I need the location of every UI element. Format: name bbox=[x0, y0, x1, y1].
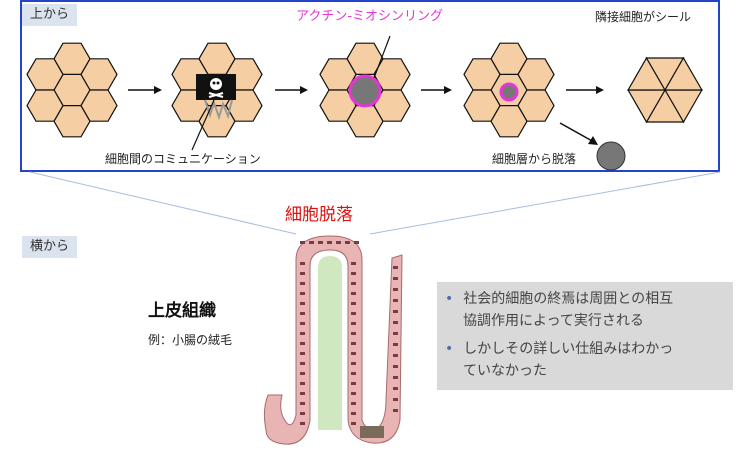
extruding-cells bbox=[360, 426, 384, 438]
hex-cluster-3 bbox=[319, 42, 411, 138]
cell-nucleus bbox=[300, 392, 305, 395]
cell-nucleus bbox=[351, 412, 356, 415]
cell-nucleus bbox=[300, 332, 305, 335]
arrow-head-2 bbox=[300, 86, 308, 94]
cell-nucleus bbox=[351, 272, 356, 275]
cell-nucleus bbox=[300, 292, 305, 295]
cell-nucleus bbox=[351, 292, 356, 295]
hex-cluster-5 bbox=[627, 56, 703, 124]
cell-nucleus bbox=[351, 382, 356, 385]
hex-cell bbox=[319, 89, 357, 122]
communication-pointer bbox=[191, 99, 215, 151]
actin-ring-label: アクチン-ミオシンリング bbox=[296, 9, 444, 24]
side-view-label: 横から bbox=[22, 236, 78, 258]
projection-line-right bbox=[369, 171, 721, 235]
top-view-label: 上から bbox=[22, 4, 78, 26]
epithelium-example: 例：小腸の絨毛 bbox=[148, 333, 233, 347]
cell-nucleus bbox=[351, 422, 356, 425]
cell-nucleus bbox=[318, 241, 323, 244]
cell-nucleus bbox=[351, 332, 356, 335]
cell-nucleus bbox=[300, 302, 305, 305]
actin-ring-pointer bbox=[373, 35, 391, 79]
cell-nucleus bbox=[351, 342, 356, 345]
cell-nucleus bbox=[393, 398, 398, 401]
hex-cell bbox=[517, 89, 555, 122]
epithelial-layer bbox=[263, 235, 403, 445]
bullet-2: •しかしその詳しい仕組みはわかっ ていなかった bbox=[445, 341, 674, 379]
cell-nucleus bbox=[393, 376, 398, 379]
hex-cell bbox=[663, 56, 703, 91]
cell-nucleus bbox=[300, 422, 305, 425]
constricting-cell bbox=[499, 82, 519, 102]
cell-nucleus bbox=[393, 409, 398, 412]
extrusion-title: 細胞脱落 bbox=[285, 205, 353, 225]
hex-cell bbox=[26, 89, 64, 122]
actin-ring-cell bbox=[348, 74, 382, 108]
cell-nucleus bbox=[300, 312, 305, 315]
cell-nucleus bbox=[351, 312, 356, 315]
cell-nucleus bbox=[351, 282, 356, 285]
villus-diagram bbox=[263, 235, 403, 445]
bullet-1: •社会的細胞の終焉は周囲との相互 協調作用によって実行される bbox=[445, 291, 674, 329]
neighbor-seal-label: 隣接細胞がシール bbox=[595, 10, 692, 24]
cell-nucleus bbox=[351, 322, 356, 325]
cell-nucleus bbox=[300, 262, 305, 265]
extruded-cell bbox=[596, 141, 626, 171]
cell-nucleus bbox=[393, 354, 398, 357]
cell-nucleus bbox=[351, 392, 356, 395]
process-arrows bbox=[128, 86, 604, 94]
cell-nucleus bbox=[345, 241, 350, 244]
epithelium-title: 上皮組織 bbox=[148, 301, 216, 321]
cell-nucleus bbox=[300, 352, 305, 355]
cell-nucleus bbox=[393, 299, 398, 302]
stress-marks bbox=[204, 99, 233, 121]
villus-core bbox=[318, 256, 342, 430]
villus-cells bbox=[300, 241, 398, 425]
projection-line-left bbox=[29, 171, 297, 235]
cell-nucleus bbox=[351, 262, 356, 265]
summary-box: •社会的細胞の終焉は周囲との相互 協調作用によって実行される •しかしその詳しい… bbox=[437, 282, 733, 390]
arrow-head-3 bbox=[444, 86, 452, 94]
cell-nucleus bbox=[393, 288, 398, 291]
cell-nucleus bbox=[351, 302, 356, 305]
arrow-head-4 bbox=[596, 86, 604, 94]
hex-cell bbox=[463, 89, 501, 122]
cell-nucleus bbox=[300, 282, 305, 285]
cell-nucleus bbox=[393, 310, 398, 313]
cell-nucleus bbox=[300, 342, 305, 345]
cell-nucleus bbox=[351, 372, 356, 375]
skull-icon bbox=[196, 74, 236, 100]
hex-cell bbox=[80, 89, 118, 122]
cell-nucleus bbox=[351, 352, 356, 355]
cell-nucleus bbox=[393, 343, 398, 346]
cell-nucleus bbox=[393, 332, 398, 335]
hex-cell bbox=[373, 89, 411, 122]
cell-nucleus bbox=[351, 402, 356, 405]
hex-cluster-4 bbox=[463, 42, 555, 138]
arrow-head-1 bbox=[154, 86, 162, 94]
cell-nucleus bbox=[393, 266, 398, 269]
hex-cluster-1 bbox=[26, 42, 118, 138]
cell-nucleus bbox=[309, 241, 314, 244]
cell-nucleus bbox=[393, 387, 398, 390]
extrusion-label: 細胞層から脱落 bbox=[492, 152, 577, 166]
cell-nucleus bbox=[336, 241, 341, 244]
cell-nucleus bbox=[300, 412, 305, 415]
cell-nucleus bbox=[300, 241, 305, 244]
cell-nucleus bbox=[300, 382, 305, 385]
cell-nucleus bbox=[327, 241, 332, 244]
cell-nucleus bbox=[300, 402, 305, 405]
top-view-panel bbox=[20, 0, 720, 172]
cell-nucleus bbox=[393, 277, 398, 280]
cell-nucleus bbox=[300, 322, 305, 325]
cell-nucleus bbox=[393, 321, 398, 324]
cell-communication-label: 細胞間のコミュニケーション bbox=[105, 152, 261, 166]
cell-nucleus bbox=[300, 372, 305, 375]
cell-nucleus bbox=[351, 362, 356, 365]
cell-nucleus bbox=[300, 272, 305, 275]
cell-nucleus bbox=[300, 362, 305, 365]
cell-nucleus bbox=[393, 365, 398, 368]
cell-nucleus bbox=[354, 241, 359, 244]
